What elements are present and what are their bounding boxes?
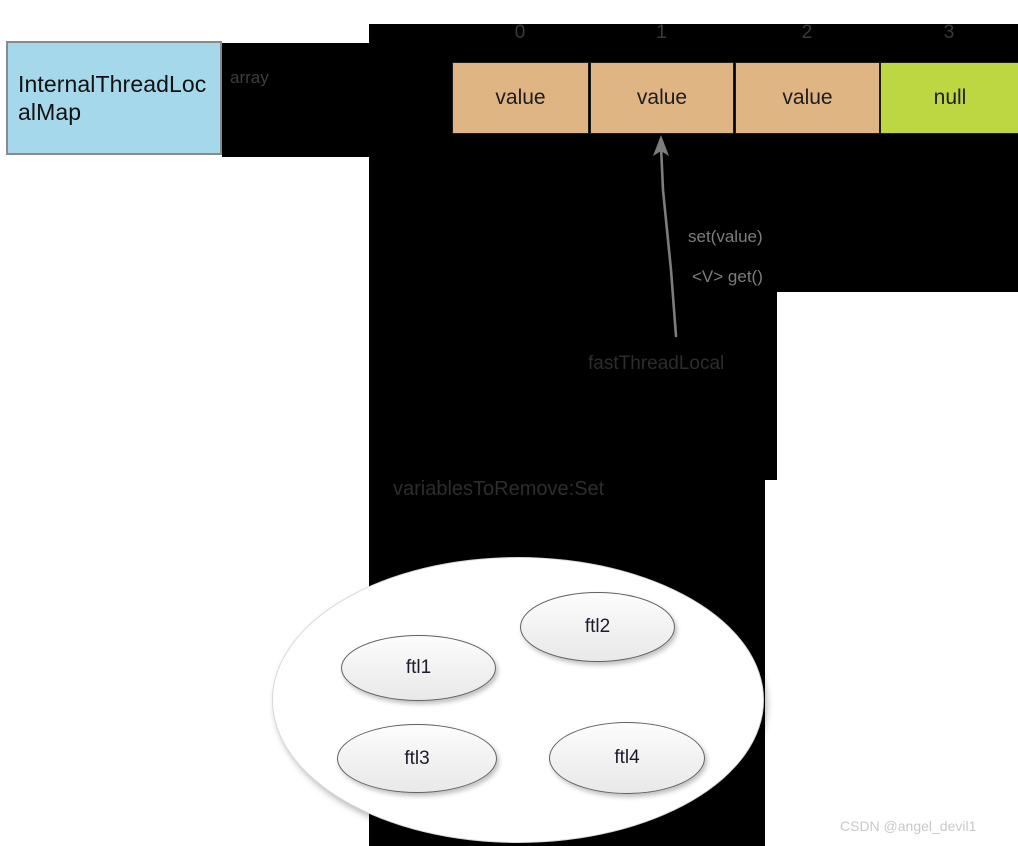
get-method-label: <V> get() — [692, 267, 763, 286]
backdrop-lower — [369, 344, 777, 480]
set-member-ftl4[interactable]: ftl4 — [549, 722, 705, 794]
backdrop-mid-wide — [369, 157, 1018, 292]
variables-to-remove-set-ellipse — [272, 557, 764, 843]
backdrop-mid-narrow — [369, 292, 777, 344]
csdn-watermark: CSDN @angel_devil1 — [840, 818, 977, 834]
array-index-2: 2 — [801, 22, 813, 43]
array-index-0: 0 — [514, 22, 526, 43]
array-index-3: 3 — [943, 22, 955, 43]
set-method-label: set(value) — [688, 227, 763, 246]
set-member-ftl1[interactable]: ftl1 — [341, 635, 496, 701]
array-cell-1[interactable]: value — [590, 62, 734, 134]
variables-to-remove-label: variablesToRemove:Set — [393, 478, 605, 500]
set-member-ftl3[interactable]: ftl3 — [337, 724, 497, 793]
class-box-label: InternalThreadLocalMap — [18, 70, 207, 125]
array-cell-3[interactable]: null — [880, 62, 1018, 134]
array-cell-0[interactable]: value — [452, 62, 589, 134]
backdrop-top-right — [369, 24, 1018, 43]
array-edge-label: array — [230, 68, 269, 87]
fast-thread-local-label: fastThreadLocal — [588, 353, 725, 374]
internal-thread-local-map-box[interactable]: InternalThreadLocalMap — [6, 41, 222, 155]
array-index-1: 1 — [656, 22, 667, 43]
set-member-ftl2[interactable]: ftl2 — [520, 592, 675, 662]
array-cell-2[interactable]: value — [735, 62, 880, 134]
